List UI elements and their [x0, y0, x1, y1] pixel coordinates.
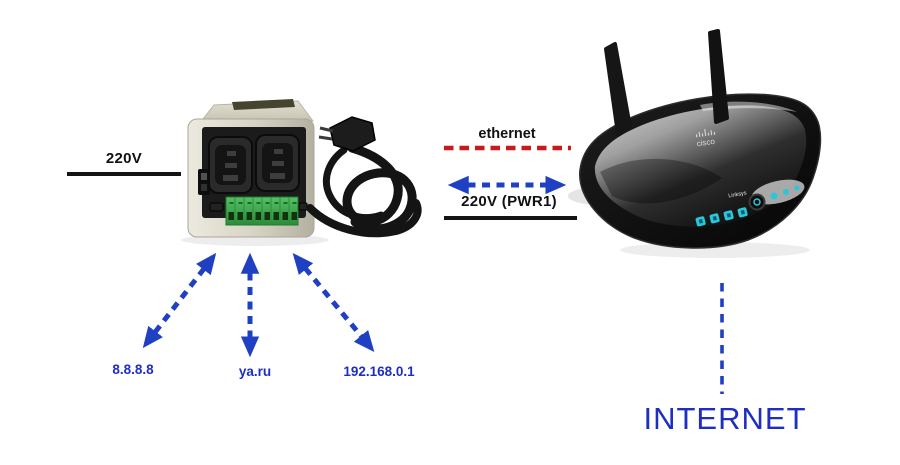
label-mains-input: 220V — [105, 150, 143, 167]
power-controller-device — [181, 99, 422, 246]
label-ethernet: ethernet — [478, 126, 536, 142]
linksys-logo-text: Linksys — [728, 190, 747, 199]
label-power-output: 220V (PWR1) — [461, 193, 557, 210]
device-terminal-block — [225, 196, 299, 226]
device-power-cord — [306, 116, 422, 238]
ping-arrows — [142, 252, 375, 358]
cisco-logo: cisco — [695, 129, 716, 149]
label-target-site: ya.ru — [238, 364, 272, 379]
wifi-router-device: cisco Linksys — [568, 29, 822, 258]
router-antenna-left — [604, 42, 632, 136]
router-antenna-right — [708, 29, 729, 124]
power-plug — [329, 116, 376, 152]
router-port-leds — [695, 207, 748, 227]
device-port-right — [298, 202, 308, 211]
router-status-leds — [770, 185, 800, 200]
device-top-label — [232, 99, 295, 110]
device-outlet-1 — [208, 136, 253, 194]
device-power-switch — [198, 169, 210, 195]
label-target-gateway: 192.168.0.1 — [343, 364, 415, 379]
cisco-logo-text: cisco — [696, 137, 716, 149]
arrow-to-dns — [142, 252, 217, 349]
label-internet: INTERNET — [643, 401, 807, 436]
router-front-panel — [751, 179, 805, 205]
device-outlet-2 — [255, 134, 300, 192]
router-reflection-wedge — [600, 158, 722, 204]
device-port-left — [209, 202, 224, 212]
label-target-dns: 8.8.8.8 — [112, 362, 154, 377]
arrow-to-gateway — [292, 252, 375, 353]
router-wps-button — [748, 193, 766, 211]
